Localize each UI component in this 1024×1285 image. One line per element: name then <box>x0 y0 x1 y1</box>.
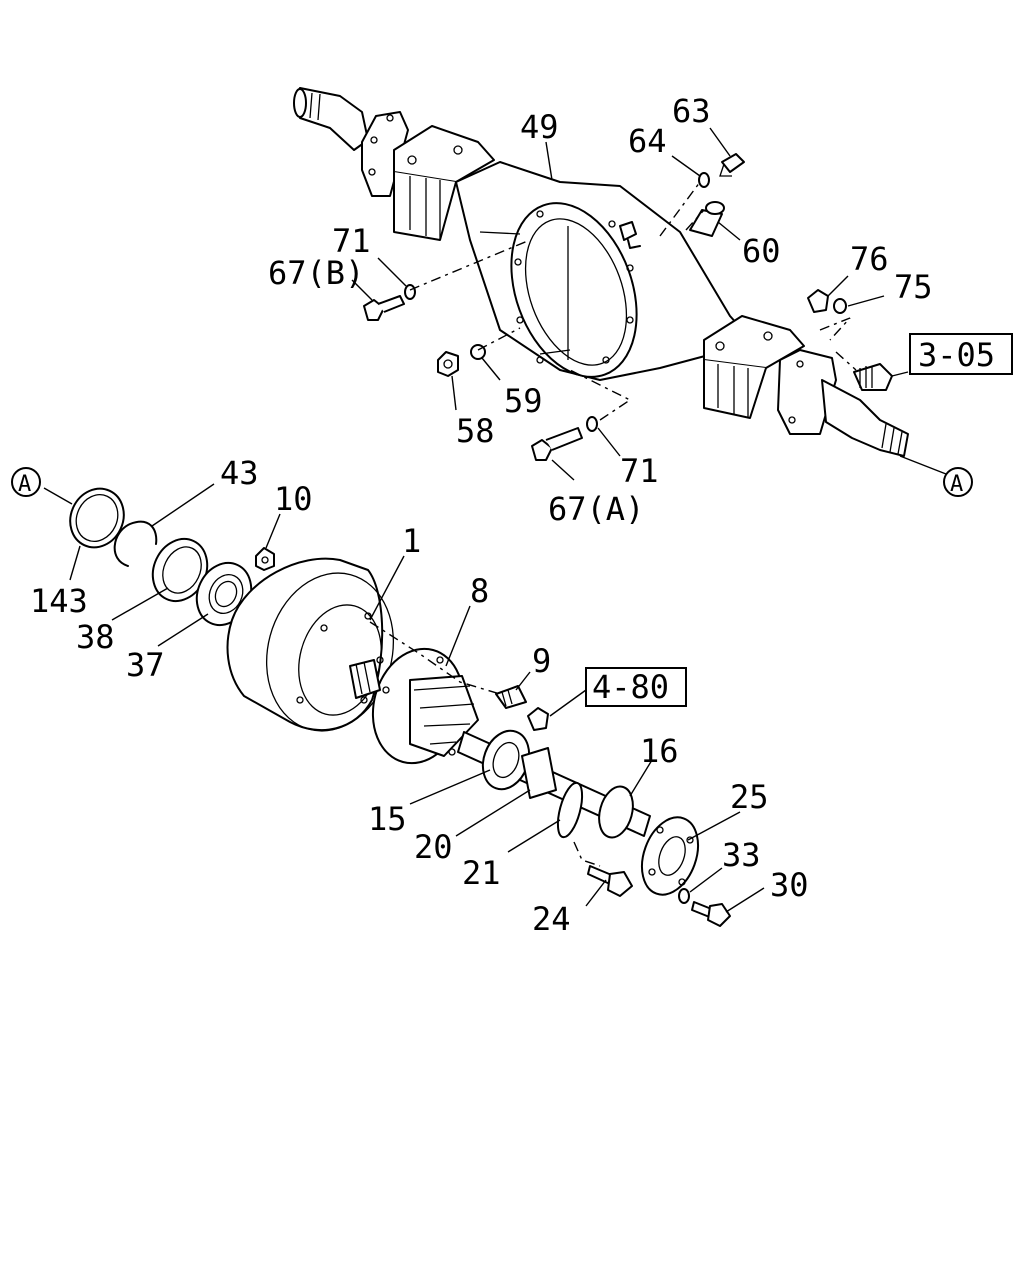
nut-4-80 <box>527 707 549 731</box>
label-15: 15 <box>368 800 407 838</box>
label-21: 21 <box>462 854 501 892</box>
label-67b: 67(B) <box>268 254 364 292</box>
label-143: 143 <box>30 582 88 620</box>
label-75: 75 <box>894 268 933 306</box>
label-37: 37 <box>126 646 165 684</box>
marker-a-right-text: A <box>950 472 963 497</box>
label-30: 30 <box>770 866 809 904</box>
nut-10 <box>255 547 275 571</box>
label-38: 38 <box>76 618 115 656</box>
label-71-lower: 71 <box>620 452 659 490</box>
bolt-24 <box>587 865 633 897</box>
label-67a: 67(A) <box>548 490 644 528</box>
label-33: 33 <box>722 836 761 874</box>
bolt-30 <box>691 901 731 927</box>
label-49: 49 <box>520 108 559 146</box>
label-58: 58 <box>456 412 495 450</box>
washer-75 <box>833 298 847 314</box>
marker-a-right <box>943 467 973 497</box>
label-10: 10 <box>274 480 313 518</box>
washer-21 <box>556 781 584 839</box>
label-9: 9 <box>532 642 551 680</box>
label-59: 59 <box>504 382 543 420</box>
washer-64 <box>698 172 710 188</box>
label-76: 76 <box>850 240 889 278</box>
plug-63 <box>719 153 745 177</box>
marker-a-left-text: A <box>18 472 31 497</box>
plug-60 <box>689 201 725 237</box>
label-71-upper: 71 <box>332 222 371 260</box>
label-43: 43 <box>220 454 259 492</box>
label-60: 60 <box>742 232 781 270</box>
label-64: 64 <box>628 122 667 160</box>
ref-box-4-80[interactable] <box>585 667 687 707</box>
label-16: 16 <box>640 732 679 770</box>
bolt-67b <box>363 295 405 321</box>
stud-3-05 <box>853 363 893 391</box>
nut-58 <box>437 351 459 377</box>
snap-ring-43 <box>113 520 158 567</box>
hub-8 <box>349 647 479 765</box>
brake-drum-1 <box>226 557 395 732</box>
leader-lines <box>43 127 909 913</box>
seal-38 <box>151 537 209 603</box>
washer-71-upper <box>404 284 416 300</box>
bolt-67a <box>531 427 583 461</box>
label-63: 63 <box>672 92 711 130</box>
axle-housing <box>293 87 909 457</box>
washer-33 <box>678 888 690 904</box>
ref-4-80[interactable]: 4-80 <box>592 668 669 706</box>
stud-9 <box>495 685 527 709</box>
label-25: 25 <box>730 778 769 816</box>
hub-cap-25 <box>640 816 700 896</box>
ref-box-3-05[interactable] <box>909 333 1013 375</box>
ref-3-05[interactable]: 3-05 <box>918 336 995 374</box>
ring-143 <box>69 487 125 549</box>
gasket-16 <box>598 785 634 839</box>
label-1: 1 <box>402 522 421 560</box>
washer-71-lower <box>586 416 598 432</box>
label-20: 20 <box>414 828 453 866</box>
nut-76 <box>807 289 829 313</box>
label-8: 8 <box>470 572 489 610</box>
label-24: 24 <box>532 900 571 938</box>
marker-a-left <box>11 467 41 497</box>
lock-nut-20 <box>521 747 557 799</box>
